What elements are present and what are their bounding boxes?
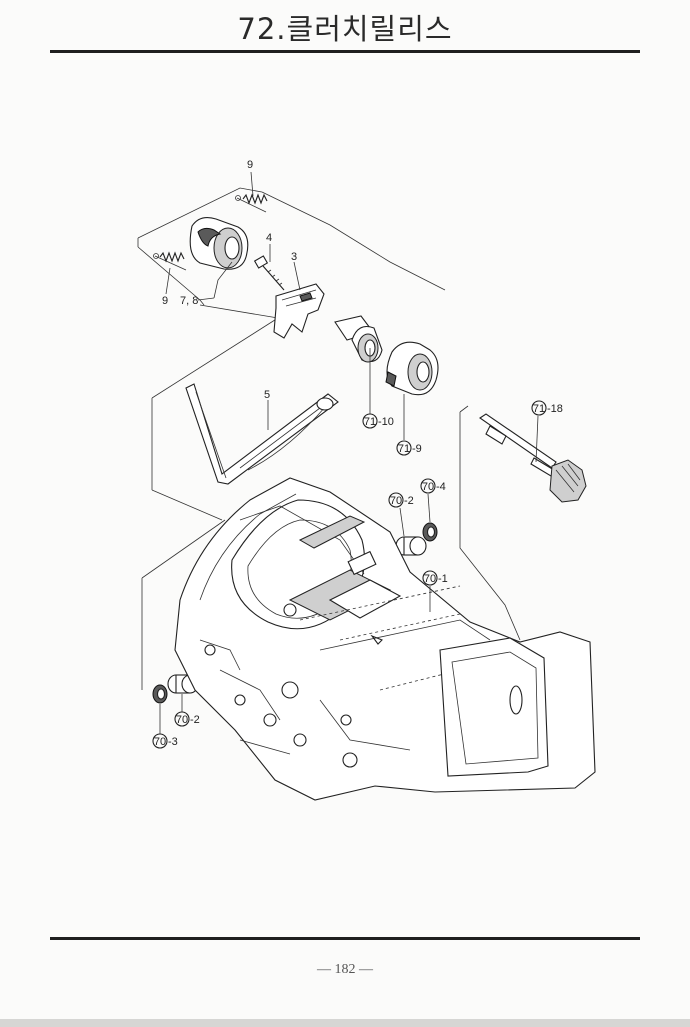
header-rule [50, 50, 640, 53]
bolt [253, 255, 285, 291]
footer-rule [50, 937, 640, 940]
callout-bush-upper: 70 -2 [388, 492, 414, 508]
fork-bracket [273, 283, 325, 339]
svg-text:71: 71 [364, 416, 376, 428]
callout-spring-left: 9 [162, 295, 168, 307]
scan-edge [0, 1019, 690, 1027]
svg-text:-2: -2 [404, 495, 414, 507]
seal-lower [152, 684, 168, 704]
spring-top [235, 193, 268, 213]
release-bearing [189, 217, 249, 270]
guide-tube [334, 315, 383, 363]
release-collar [385, 341, 439, 396]
callout-seal-upper: 70 -4 [420, 478, 446, 494]
callout-speedometer-shaft: 71 -18 [531, 400, 563, 416]
callout-spring-top: 9 [247, 159, 253, 171]
svg-text:70: 70 [424, 573, 436, 585]
transmission-case [174, 477, 596, 801]
svg-text:71: 71 [533, 403, 545, 415]
callout-fork-bracket: 3 [291, 251, 297, 263]
callout-guide-tube: 71 -10 [362, 413, 394, 429]
callout-release-collar: 71 -9 [396, 440, 422, 456]
svg-text:70: 70 [176, 714, 188, 726]
group-outline-clutch-release [137, 187, 521, 690]
page-title: 72.클러치릴리스 [237, 12, 453, 46]
callout-bolt: 4 [266, 232, 272, 244]
page-number: — 182 — [317, 962, 373, 977]
spring-left [153, 251, 187, 271]
svg-text:70: 70 [154, 736, 166, 748]
svg-text:-1: -1 [438, 573, 448, 585]
release-lever [185, 383, 339, 485]
svg-text:70: 70 [422, 481, 434, 493]
callout-lever: 5 [264, 389, 270, 401]
svg-text:71: 71 [398, 443, 410, 455]
seal-upper [422, 522, 438, 542]
svg-text:-10: -10 [378, 416, 394, 428]
svg-text:-3: -3 [168, 736, 178, 748]
callout-bearing: 7, 8 [180, 295, 198, 307]
svg-text:-2: -2 [190, 714, 200, 726]
callout-transmission-case: 70 -1 [422, 570, 448, 586]
svg-text:-4: -4 [436, 481, 446, 493]
callout-bush-lower: 70 -2 [174, 711, 200, 727]
svg-text:-9: -9 [412, 443, 422, 455]
svg-text:70: 70 [390, 495, 402, 507]
speedometer-shaft [479, 413, 587, 503]
bush-upper [395, 536, 427, 556]
svg-text:-18: -18 [547, 403, 563, 415]
callout-leaders [159, 171, 539, 734]
callout-seal-lower: 70 -3 [152, 733, 178, 749]
